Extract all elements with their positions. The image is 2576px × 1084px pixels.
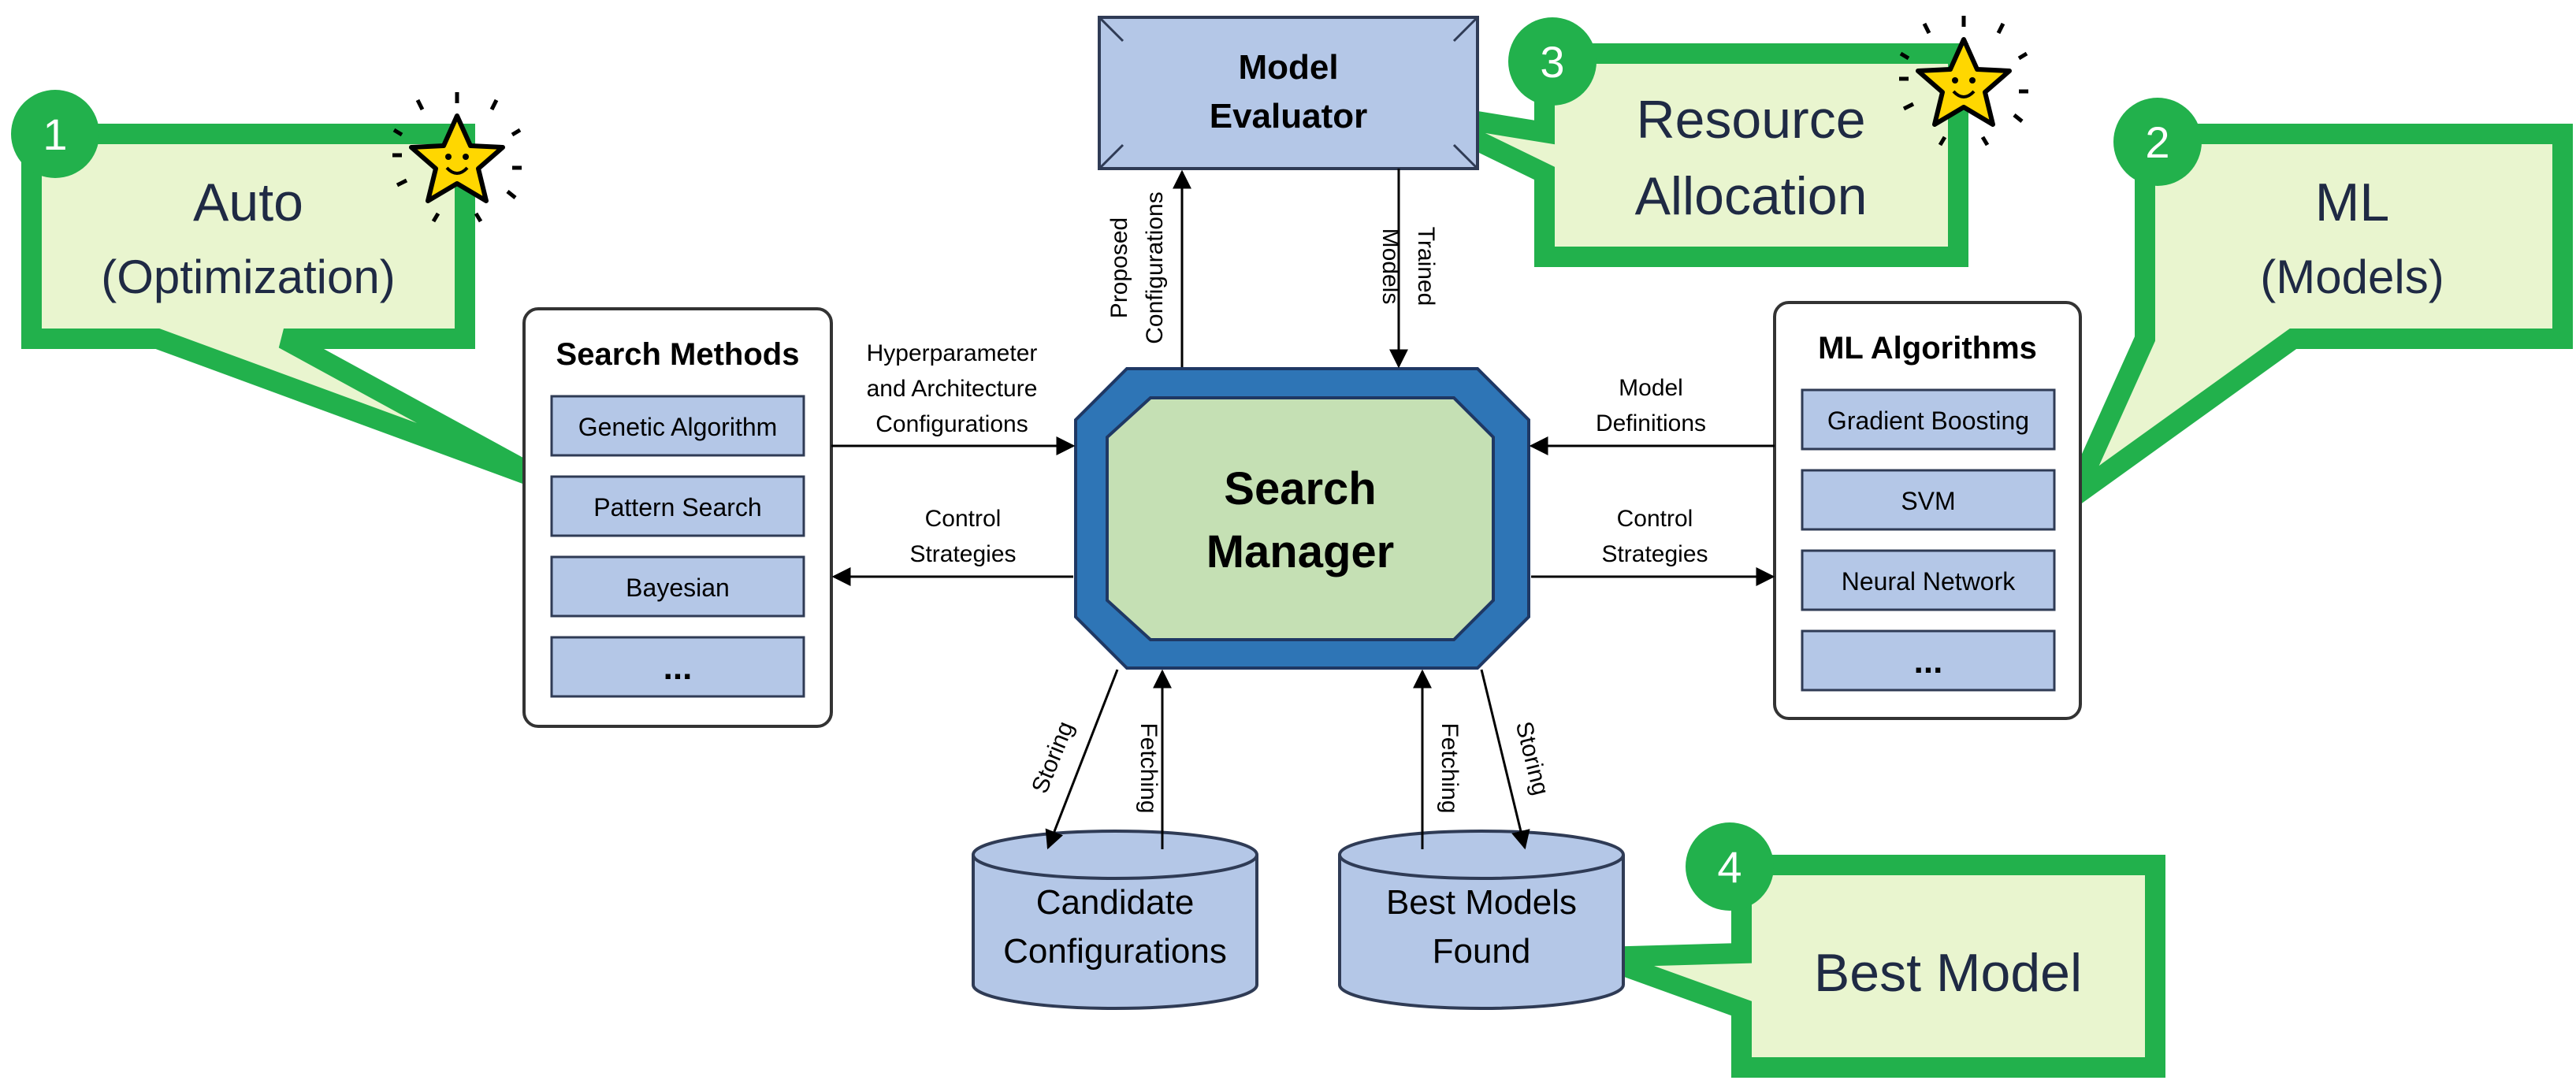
label-hyper-2: and Architecture [867,376,1038,402]
callout-3-subtitle: Allocation [1635,166,1868,226]
label-control-left-1: Control [925,506,1002,532]
ml-algorithm-label: SVM [1901,487,1955,515]
best-db-line1: Best Models [1386,883,1577,922]
ml-algorithm-label: ... [1914,642,1943,681]
search-manager: Search Manager [1074,367,1530,670]
callout-3: 3 Resource Allocation [1414,16,2028,267]
label-trained-1: Trained [1413,227,1439,306]
edge-labels: Hyperparameter and Architecture Configur… [867,191,1708,813]
star-icon [1899,16,2028,147]
callout-1-number: 1 [43,110,67,159]
label-storing-right: Storing [1511,719,1554,798]
arrow-storing-right [1480,669,1530,850]
search-methods-title: Search Methods [556,337,800,372]
callout-1-title: Auto [193,173,303,232]
callout-4-title: Best Model [1814,943,2082,1003]
candidate-db-line2: Configurations [1003,932,1227,971]
callout-3-bubble [1414,43,1968,267]
ml-algorithm-item [1801,549,2056,611]
model-evaluator-line1: Model [1238,48,1338,87]
ml-algorithm-item [1801,469,2056,531]
search-manager-line2: Manager [1206,526,1395,577]
ml-algorithm-item [1801,388,2056,451]
candidate-configurations-db: Candidate Configurations [972,830,1258,1010]
callout-2-subtitle: (Models) [2260,251,2444,303]
search-method-label: ... [664,648,693,687]
callout-4-bubble [1596,855,2165,1078]
label-fetching-left: Fetching [1136,722,1162,813]
model-evaluator: Model Evaluator [1098,16,1479,170]
callout-4-badge [1686,822,1774,911]
search-method-label: Pattern Search [593,493,761,522]
callout-3-number: 3 [1540,37,1564,87]
ml-algorithms-title: ML Algorithms [1818,331,2037,366]
search-method-item [550,395,805,457]
ml-algorithms-panel: ML Algorithms Gradient Boosting SVM Neur… [1773,301,2082,720]
label-fetching-right: Fetching [1437,722,1463,813]
label-trained-2: Models [1377,228,1403,305]
ml-algorithm-label: Gradient Boosting [1827,406,2029,435]
best-db-line2: Found [1433,932,1531,971]
ml-algorithm-label: Neural Network [1842,567,2017,596]
callout-1-badge [11,90,99,178]
callout-3-badge [1508,17,1597,106]
callout-4-number: 4 [1717,842,1741,892]
arrows [831,169,1775,850]
search-methods-panel: Search Methods Genetic Algorithm Pattern… [522,307,833,728]
callout-3-title: Resource [1636,90,1865,150]
search-method-item [550,475,805,537]
label-hyper-1: Hyperparameter [867,340,1038,366]
ml-algorithm-item [1801,629,2056,692]
search-method-label: Bayesian [626,574,730,602]
callout-1: 1 Auto (Optimization) [11,90,549,491]
callout-2-title: ML [2315,173,2389,232]
callout-2-badge [2113,98,2202,186]
callout-2-bubble [2049,124,2573,527]
search-manager-line1: Search [1224,463,1376,514]
callout-4: 4 Best Model [1596,822,2165,1078]
model-evaluator-line2: Evaluator [1210,97,1368,136]
label-model-def-2: Definitions [1596,410,1706,436]
callout-1-subtitle: (Optimization) [101,251,395,303]
label-proposed-1: Proposed [1106,217,1132,318]
candidate-db-line1: Candidate [1036,883,1195,922]
label-control-right-2: Strategies [1601,541,1708,567]
label-hyper-3: Configurations [875,411,1028,437]
label-model-def-1: Model [1619,375,1683,401]
search-method-item [550,636,805,698]
arrow-storing-left [1045,669,1119,850]
label-control-right-1: Control [1617,506,1693,532]
best-models-db: Best Models Found [1338,830,1625,1010]
callout-2-number: 2 [2145,117,2169,167]
label-proposed-2: Configurations [1142,191,1168,343]
search-method-item [550,555,805,618]
search-method-label: Genetic Algorithm [578,413,778,441]
label-control-left-2: Strategies [909,541,1016,567]
callout-2: 2 ML (Models) [2049,98,2573,527]
star-icon [392,92,522,223]
